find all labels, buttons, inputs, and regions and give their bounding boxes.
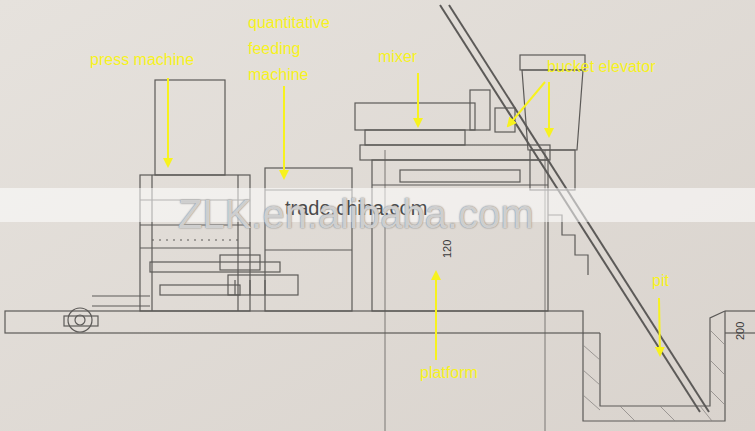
part-label: bucket elevator	[547, 58, 656, 76]
dimension: 200	[734, 322, 746, 340]
part-label: press machine	[90, 51, 194, 69]
part-label: pit	[652, 272, 669, 290]
part-label: mixer	[378, 48, 417, 66]
dimension: 120	[441, 240, 453, 258]
part-label: platform	[420, 364, 478, 382]
watermark: ZLK.en.alibaba.com	[178, 192, 534, 237]
part-label: quantitative feeding machine	[248, 10, 348, 88]
